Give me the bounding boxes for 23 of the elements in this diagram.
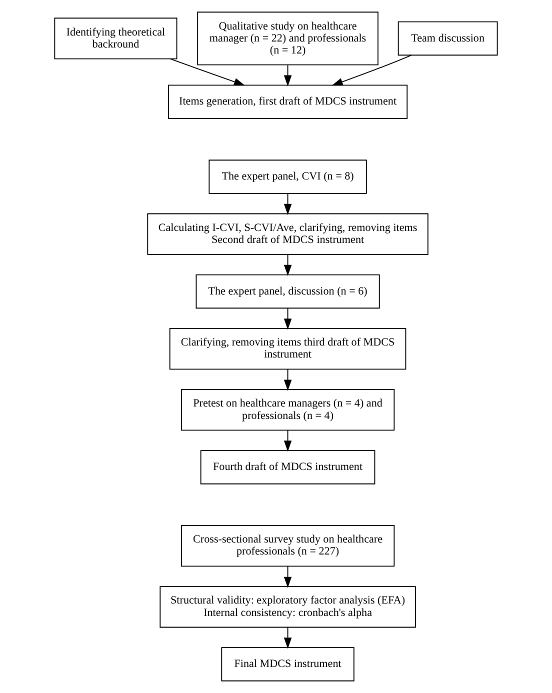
node-box: Cross-sectional survey study on healthcare professionals (n = 227) [180,525,395,567]
arrow [284,566,292,588]
arrow [284,254,292,276]
node-box: Identifying theoretical backround [54,18,178,60]
node-box: Clarifying, removing items third draft of MDCS instrument [169,328,406,370]
arrow [284,192,292,216]
arrow [284,627,292,649]
node-box: The expert panel, CVI (n = 8) [208,160,367,194]
node-box: Final MDCS instrument [221,647,354,682]
arrow [284,64,292,86]
arrow [284,368,292,391]
arrow [284,430,292,452]
node-box: Pretest on healthcare managers (n = 4) and professionals (n = 4) [180,389,395,431]
arrow [284,308,292,330]
arrow [332,54,412,86]
node-box: Qualitative study on healthcare manager (n = 22) and professionals (n = 12) [197,12,378,66]
node-box: Items generation, first draft of MDCS instrument [168,84,408,119]
node-box: Team discussion [398,21,498,56]
node-box: Fourth draft of MDCS instrument [200,450,376,484]
node-box: The expert panel, discussion (n = 6) [196,274,380,309]
node-box: Structural validity: exploratory factor analysis (EFA) Internal consistency: cronbach's alpha [160,586,416,628]
arrow [170,58,246,86]
node-box: Calculating I-CVI, S-CVI/Ave, clarifying, removing items Second draft of MDCS instrument [147,213,428,255]
